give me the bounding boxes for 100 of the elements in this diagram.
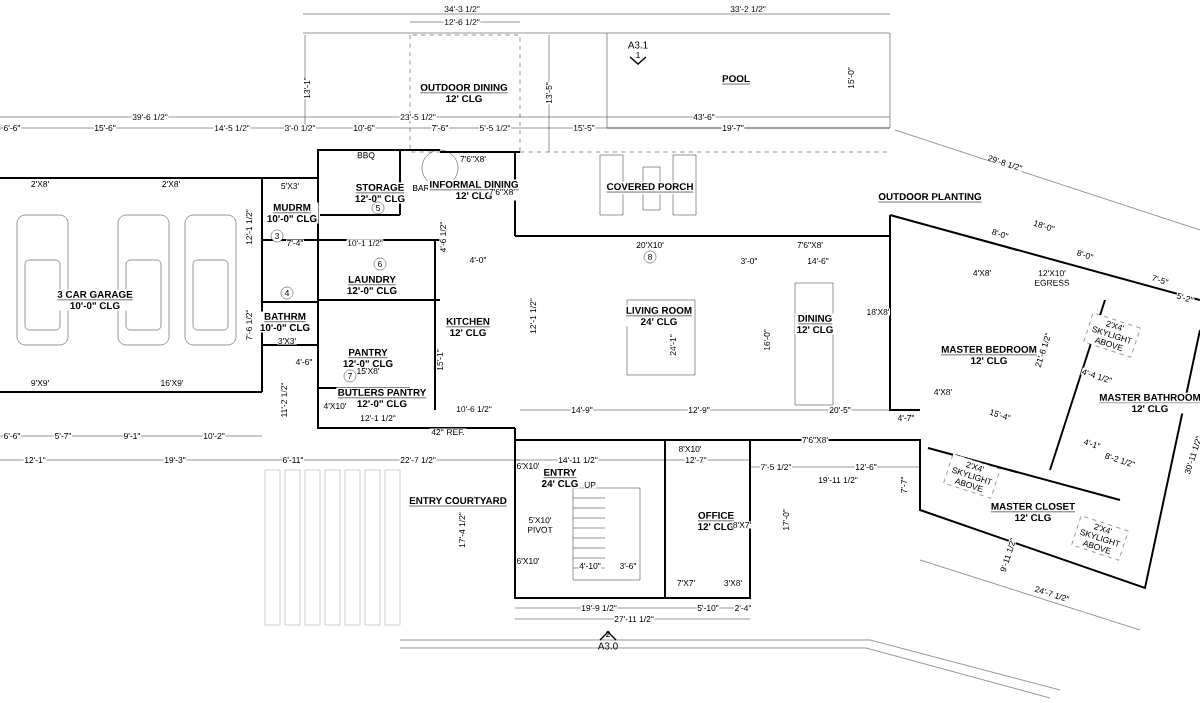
- dimension-label: 12'-6 1/2": [443, 18, 481, 26]
- callout-number: 5: [371, 201, 385, 215]
- room-label: OUTDOOR DINING 12' CLG: [418, 82, 510, 104]
- dimension-label: 5'-5 1/2": [479, 124, 511, 132]
- dimension-label: 3'-0": [740, 257, 758, 265]
- dimension-label: 12'-7": [684, 456, 708, 464]
- dimension-label: 4'-10": [578, 562, 602, 570]
- section-label: A3.1: [627, 41, 648, 49]
- callout-number: 6: [373, 257, 387, 271]
- dimension-label: 4'-7": [897, 414, 915, 422]
- dimension-label: 4'X8': [933, 388, 953, 396]
- dimension-label: 19'-3": [163, 456, 187, 464]
- dimension-label: 2'X8': [30, 180, 50, 188]
- dimension-label: 15'X8': [356, 367, 381, 375]
- dimension-label: 5'-7": [54, 432, 72, 440]
- dimension-label: 14'-11 1/2": [557, 456, 599, 464]
- dimension-label: 7'6"X8': [796, 241, 824, 249]
- dimension-label: 16'-0": [763, 328, 771, 352]
- room-label: OUTDOOR PLANTING: [876, 191, 984, 205]
- callout-number: 4: [280, 286, 294, 300]
- dimension-label: 5'-10": [696, 604, 720, 612]
- dimension-label: 7'6"X8': [801, 436, 829, 444]
- dimension-label: 8'X10': [678, 445, 703, 453]
- dimension-label: 19'-9 1/2": [580, 604, 618, 612]
- dimension-label: 43'-6": [692, 113, 716, 121]
- dimension-label: 8'-0": [1075, 248, 1095, 262]
- room-label: KITCHEN 12' CLG: [444, 316, 492, 338]
- dimension-label: 6'-6": [3, 432, 21, 440]
- room-label: ENTRY COURTYARD: [407, 495, 509, 509]
- dimension-label: 12'-1 1/2": [529, 297, 537, 335]
- dimension-label: 3'-6": [619, 562, 637, 570]
- dimension-label: 20'X10': [635, 241, 665, 249]
- dimension-label: 15'-0": [847, 66, 855, 90]
- dimension-label: 5'-2": [1175, 291, 1195, 305]
- dimension-label: 6'X10': [516, 557, 541, 565]
- dimension-label: 4'X8': [972, 269, 992, 277]
- dimension-label: 15'-4": [988, 408, 1012, 422]
- dimension-label: 27'-11 1/2": [613, 615, 655, 623]
- dimension-label: 9'X9': [30, 379, 50, 387]
- dimension-label: 10'-2": [202, 432, 226, 440]
- dimension-label: 14'-6": [806, 257, 830, 265]
- dimension-label: 8'-2 1/2": [1103, 451, 1137, 469]
- node-label: 12' CLG: [797, 326, 833, 334]
- dimension-label: 2'X8': [161, 180, 181, 188]
- dimension-label: 11'-2 1/2": [280, 381, 288, 418]
- dimension-label: 4'-6": [295, 358, 313, 366]
- dimension-label: 19'-7": [721, 124, 745, 132]
- room-label: PANTRY 12'-0" CLG: [341, 347, 395, 369]
- dimension-label: 15'-1": [436, 348, 444, 372]
- room-label: DINING 12' CLG: [795, 313, 835, 335]
- door-size-label: 42" REF.: [429, 428, 467, 436]
- dimension-label: 7'-4": [286, 239, 304, 247]
- dimension-label: 33'-2 1/2": [729, 5, 767, 13]
- dimension-label: 7'-5": [1150, 273, 1170, 287]
- room-label: POOL: [720, 73, 752, 87]
- dimension-label: 9'-1": [123, 432, 141, 440]
- dimension-label: 19'-11 1/2": [817, 476, 859, 484]
- room-label: MUDRM 10'-0" CLG: [265, 202, 319, 224]
- callout-number: 8: [643, 250, 657, 264]
- dimension-label: 10'-6 1/2": [455, 405, 493, 413]
- section-number: 1: [636, 52, 640, 58]
- dimension-label: 15'-6": [93, 124, 117, 132]
- dimension-label: 6'X10': [516, 462, 541, 470]
- dimension-label: 3'X8': [723, 579, 743, 587]
- room-label: MASTER BATHROOM 12' CLG: [1097, 392, 1200, 414]
- dimension-label: 12'-9": [687, 406, 711, 414]
- section-label: A3.0: [597, 642, 618, 650]
- dimension-label: 12'-1 1/2": [245, 208, 253, 246]
- dimension-label: 7'6"X8': [459, 155, 487, 163]
- dimension-label: 30'-11 1/2": [1183, 434, 1200, 476]
- door-size-label: 12'X10' EGRESS: [1033, 269, 1071, 287]
- dimension-label: 20'-5": [828, 406, 852, 414]
- node-label: DINING: [798, 314, 832, 322]
- dimension-label: 16'X9': [160, 379, 185, 387]
- dimension-label: 4'-1": [1082, 437, 1102, 451]
- room-label: BATHRM 10'-0" CLG: [258, 311, 312, 333]
- dimension-label: 14'-5 1/2": [213, 124, 251, 132]
- dimension-label: 6'-11": [282, 456, 304, 464]
- dimension-label: 34'-3 1/2": [443, 5, 481, 13]
- room-label: ENTRY 24' CLG: [540, 467, 580, 489]
- dimension-label: 12'-1": [23, 456, 47, 464]
- dimension-label: 7'-7": [900, 476, 908, 494]
- callout-number: 7: [343, 369, 357, 383]
- room-label: LIVING ROOM 24' CLG: [624, 305, 694, 327]
- dimension-label: 10'-6": [352, 124, 376, 132]
- dimension-label: 22'-7 1/2": [399, 456, 437, 464]
- dimension-label: 14'-9": [570, 406, 594, 414]
- room-label: LAUNDRY 12'-0" CLG: [345, 274, 399, 296]
- dimension-label: 6'-6": [3, 124, 21, 132]
- dimension-label: 18'-0": [1032, 219, 1056, 233]
- dimension-label: 4'-4 1/2": [1080, 367, 1114, 385]
- dimension-label: 7'-6": [431, 124, 449, 132]
- dimension-label: 8'-0": [990, 227, 1010, 241]
- room-label: 3 CAR GARAGE 10'-0" CLG: [55, 289, 135, 311]
- dimension-label: 18'X8': [866, 308, 890, 316]
- dimension-label: 4'-6 1/2": [439, 221, 447, 253]
- dimension-label: 7'X7': [676, 579, 696, 587]
- dimension-label: 3'-0 1/2": [284, 124, 316, 132]
- dimension-label: 9'-11 1/2": [998, 536, 1018, 574]
- dimension-label: 39'-6 1/2": [131, 113, 169, 121]
